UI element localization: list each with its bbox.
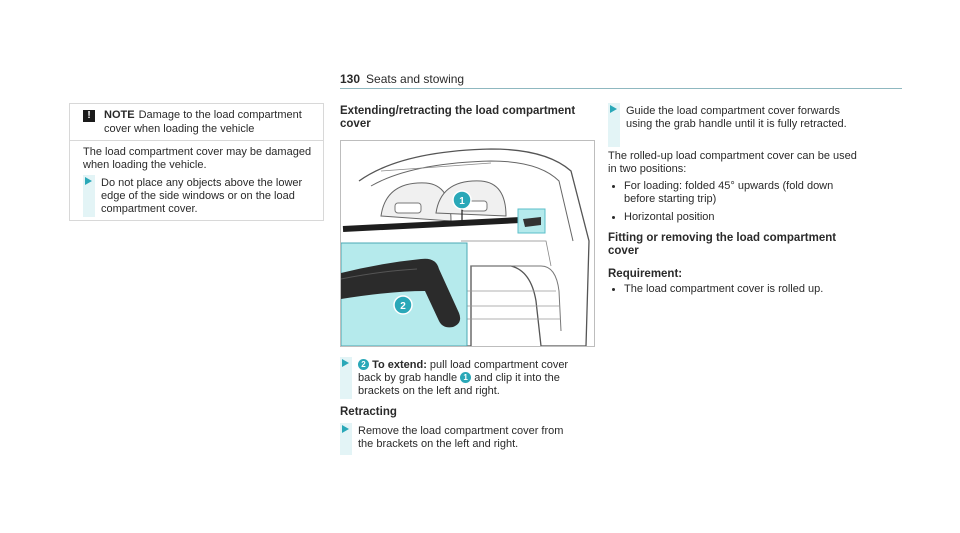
step-bar	[608, 103, 620, 147]
arrow-icon	[85, 177, 92, 185]
note-step-text: Do not place any objects above the lower…	[101, 177, 303, 215]
extend-text-1: pull load compartment cover back by grab…	[358, 359, 569, 384]
extend-text-2: and clip it into the brackets on the lef…	[358, 372, 560, 397]
note-label: NOTE	[104, 109, 135, 121]
retract-step-text: Remove the load compartment cover from t…	[358, 425, 564, 450]
callout-1-label: 1	[459, 196, 465, 207]
guide-step: Guide the load compartment cover forward…	[608, 103, 868, 147]
extending-title: Extending/retracting the load compartmen…	[340, 105, 576, 130]
note-title-text: Damage to the load compartment cover whe…	[104, 109, 302, 135]
retracting-title: Retracting	[340, 406, 397, 418]
callout-1-badge: 1	[460, 372, 472, 383]
positions-text: The rolled-up load compartment cover can…	[608, 150, 857, 175]
step-bar	[83, 175, 95, 217]
step-bar	[340, 357, 352, 399]
header-divider	[340, 88, 902, 89]
extend-step-text: 2 To extend: pull load compartment cover…	[358, 359, 590, 398]
cargo-illustration: 1 2	[341, 141, 594, 346]
requirement-label: Requirement:	[608, 268, 683, 280]
guide-step-text: Guide the load compartment cover forward…	[626, 105, 847, 130]
retract-step: Remove the load compartment cover from t…	[340, 423, 593, 455]
page-header: 130 Seats and stowing	[340, 72, 464, 86]
arrow-icon	[342, 359, 349, 367]
bullet-text: Horizontal position	[624, 211, 715, 223]
page-number: 130	[340, 72, 361, 86]
fitting-title: Fitting or removing the load compartment…	[608, 232, 837, 257]
requirement-text: The load compartment cover is rolled up.	[624, 283, 824, 295]
bullet-text: For loading: folded 45° upwards (fold do…	[624, 180, 834, 205]
callout-2-badge: 2	[358, 359, 369, 370]
bullet-dot	[612, 185, 615, 188]
arrow-icon	[342, 425, 349, 433]
note-body: The load compartment cover may be damage…	[83, 146, 312, 171]
extend-step: 2 To extend: pull load compartment cover…	[340, 357, 593, 399]
arrow-icon	[610, 105, 617, 113]
bullet-dot	[612, 216, 615, 219]
note-step: Do not place any objects above the lower…	[83, 175, 318, 217]
bullet-dot	[612, 288, 615, 291]
callout-2-label: 2	[400, 301, 406, 312]
figure-load-cover: 1 2	[340, 140, 595, 347]
extend-label: To extend:	[372, 359, 427, 371]
section-title: Seats and stowing	[366, 72, 465, 86]
warning-icon: !	[83, 110, 95, 122]
